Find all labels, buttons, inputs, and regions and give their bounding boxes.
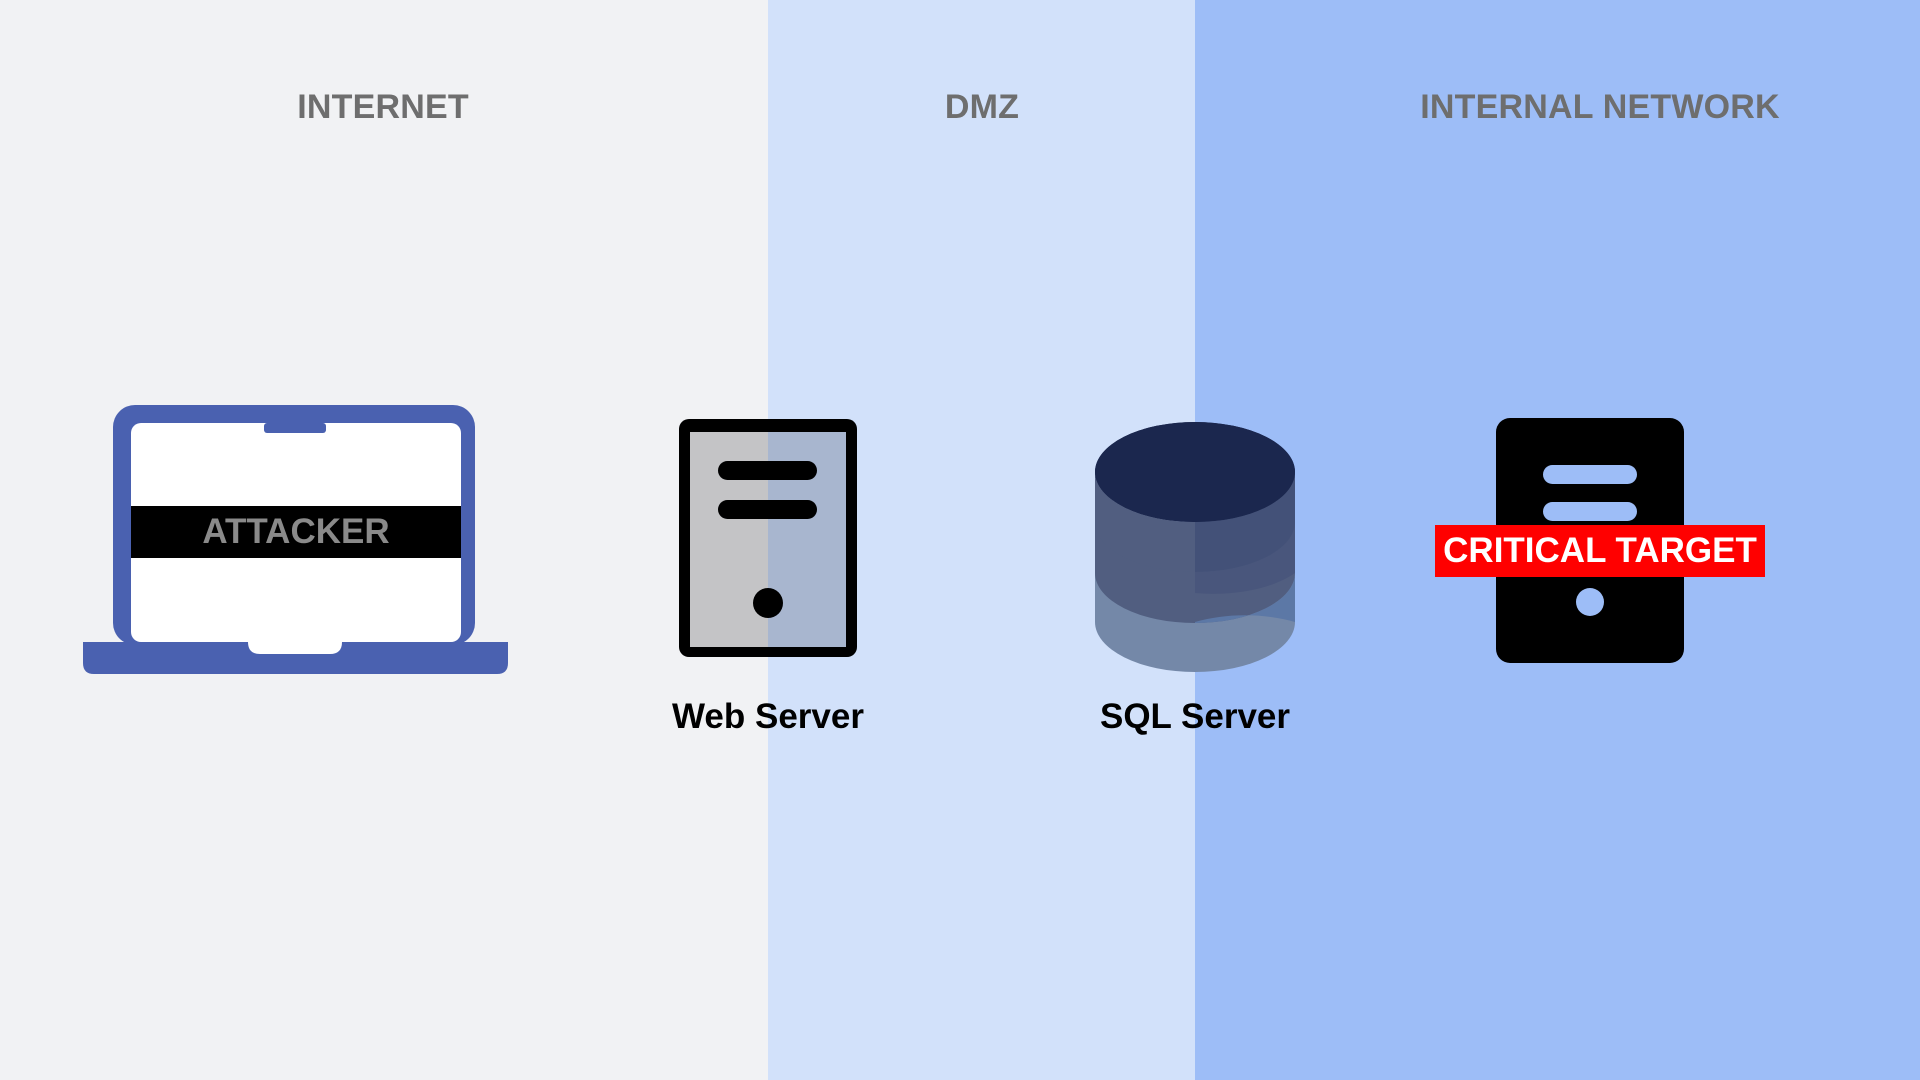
- server-icon: [1435, 418, 1765, 663]
- critical-target-label: CRITICAL TARGET: [1443, 531, 1757, 570]
- sql-server-label: SQL Server: [1099, 697, 1291, 736]
- critical-badge-bg: [1435, 525, 1765, 577]
- database-icon: [1095, 422, 1295, 672]
- zone-title-dmz: DMZ: [944, 88, 1020, 126]
- server-icon: [679, 419, 857, 657]
- web-server-label: Web Server: [672, 697, 864, 736]
- zone-title-internal-network: INTERNAL NETWORK: [1420, 88, 1780, 126]
- zone-title-internet: INTERNET: [297, 88, 469, 126]
- attacker-label: ATTACKER: [131, 506, 461, 558]
